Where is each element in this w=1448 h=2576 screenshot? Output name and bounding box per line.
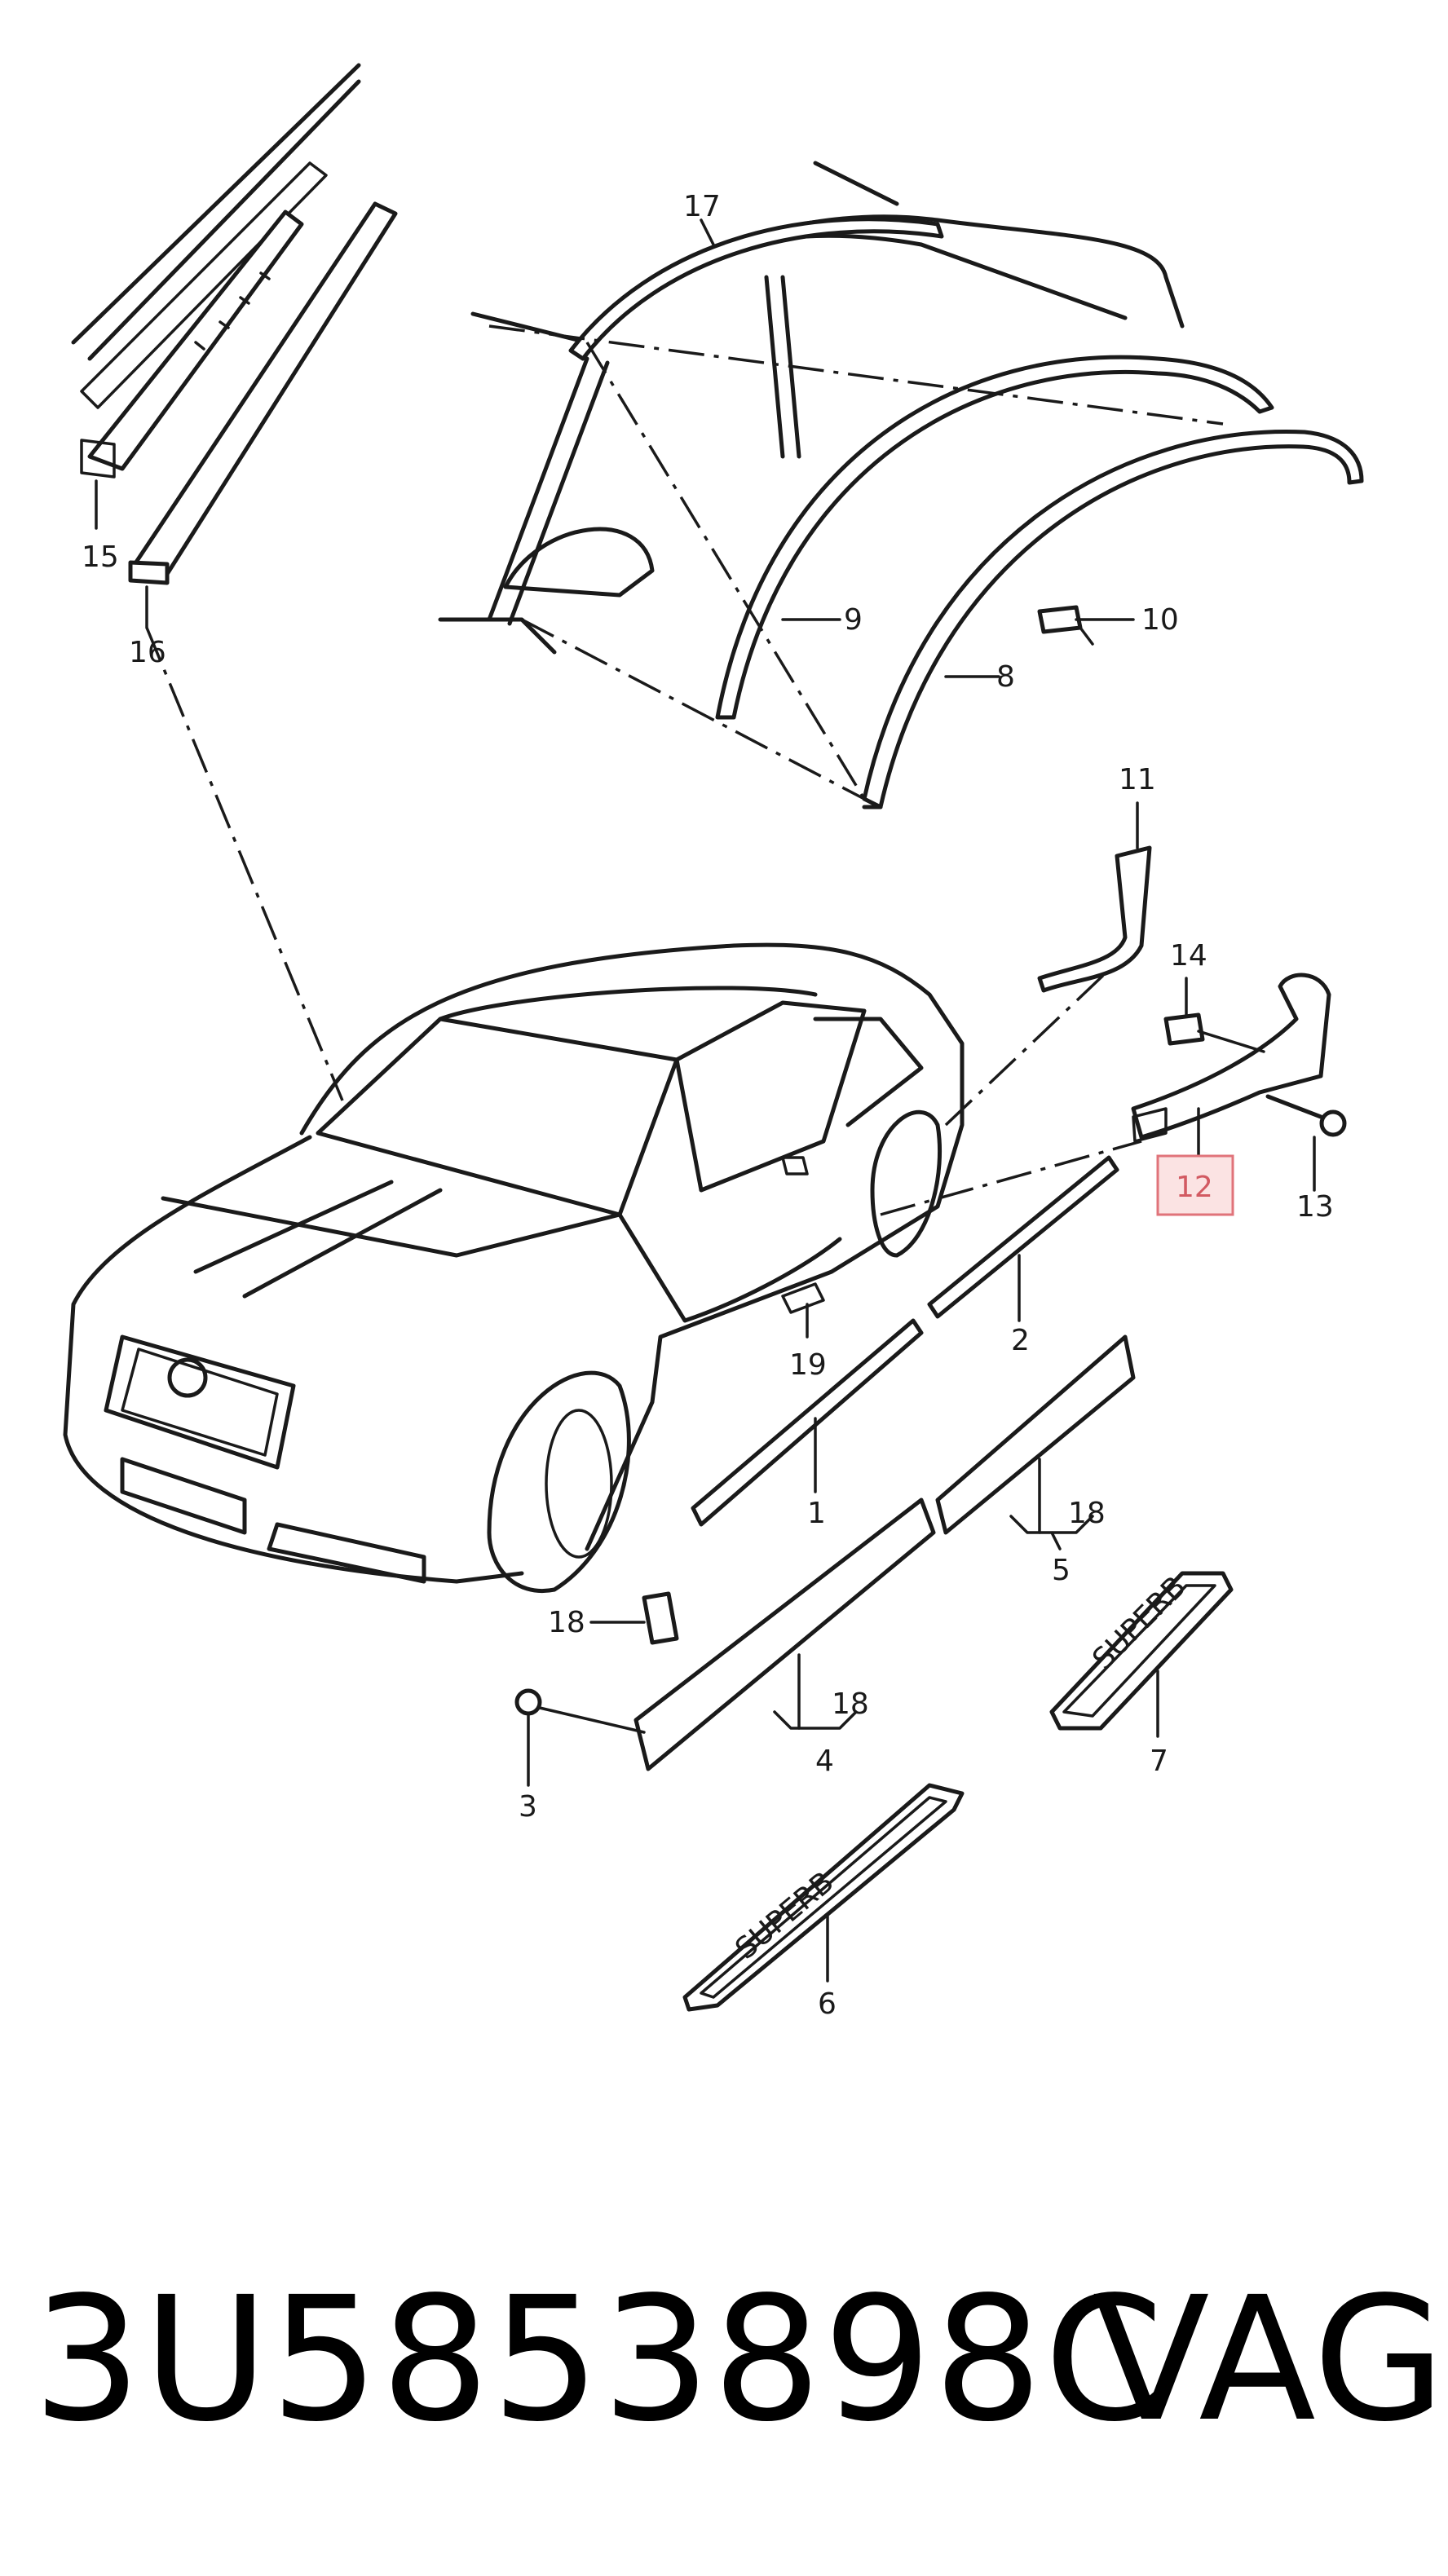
callout-13: 13 xyxy=(1296,1190,1334,1224)
callout-19: 19 xyxy=(789,1348,827,1382)
callout-15: 15 xyxy=(82,540,119,574)
callout-16: 16 xyxy=(129,636,166,669)
brand-label: VAG xyxy=(1093,2260,1446,2459)
callout-10: 10 xyxy=(1141,603,1179,637)
callout-17: 17 xyxy=(683,190,721,223)
callout-2: 2 xyxy=(1011,1324,1030,1357)
clip-14 xyxy=(1163,1012,1265,1053)
car-body xyxy=(63,942,965,1593)
rail-4 xyxy=(634,1498,936,1771)
callout-3: 3 xyxy=(519,1790,537,1824)
callout-4: 4 xyxy=(815,1745,834,1778)
part-number: 3U5853898C xyxy=(33,2260,1166,2459)
callout-5: 5 xyxy=(1052,1554,1071,1587)
highlight-box-12 xyxy=(1156,1154,1234,1216)
strip-2 xyxy=(927,1155,1119,1319)
callout-18-clip: 18 xyxy=(548,1606,585,1639)
callout-8: 8 xyxy=(996,660,1015,694)
callout-14: 14 xyxy=(1170,939,1207,973)
callout-6: 6 xyxy=(818,1987,837,2021)
callout-12: 12 xyxy=(1176,1171,1213,1204)
screw-13 xyxy=(1265,1094,1347,1137)
callout-9: 9 xyxy=(844,603,863,637)
roof-rail-parts xyxy=(71,63,398,585)
callout-11: 11 xyxy=(1119,763,1156,796)
screw-3 xyxy=(514,1688,646,1734)
sill-plate-6: SUPERB xyxy=(682,1783,965,2012)
part-11 xyxy=(1037,845,1152,993)
callout-1: 1 xyxy=(807,1497,826,1530)
callout-18-rail4: 18 xyxy=(832,1687,869,1721)
callout-18-rail5: 18 xyxy=(1068,1497,1106,1530)
part-12 xyxy=(1131,973,1331,1143)
rail-5 xyxy=(935,1334,1136,1535)
callout-7: 7 xyxy=(1150,1745,1168,1778)
sill-plate-7: SUPERB xyxy=(1049,1570,1234,1731)
clip-18 xyxy=(589,1591,679,1645)
greenhouse-outline xyxy=(438,161,1364,809)
parts-diagram: SUPERB SUPERB 15 16 17 9 10 8 11 14 12 1… xyxy=(63,63,1364,2021)
clip-10 xyxy=(1037,605,1135,646)
strip-1 xyxy=(691,1318,924,1527)
